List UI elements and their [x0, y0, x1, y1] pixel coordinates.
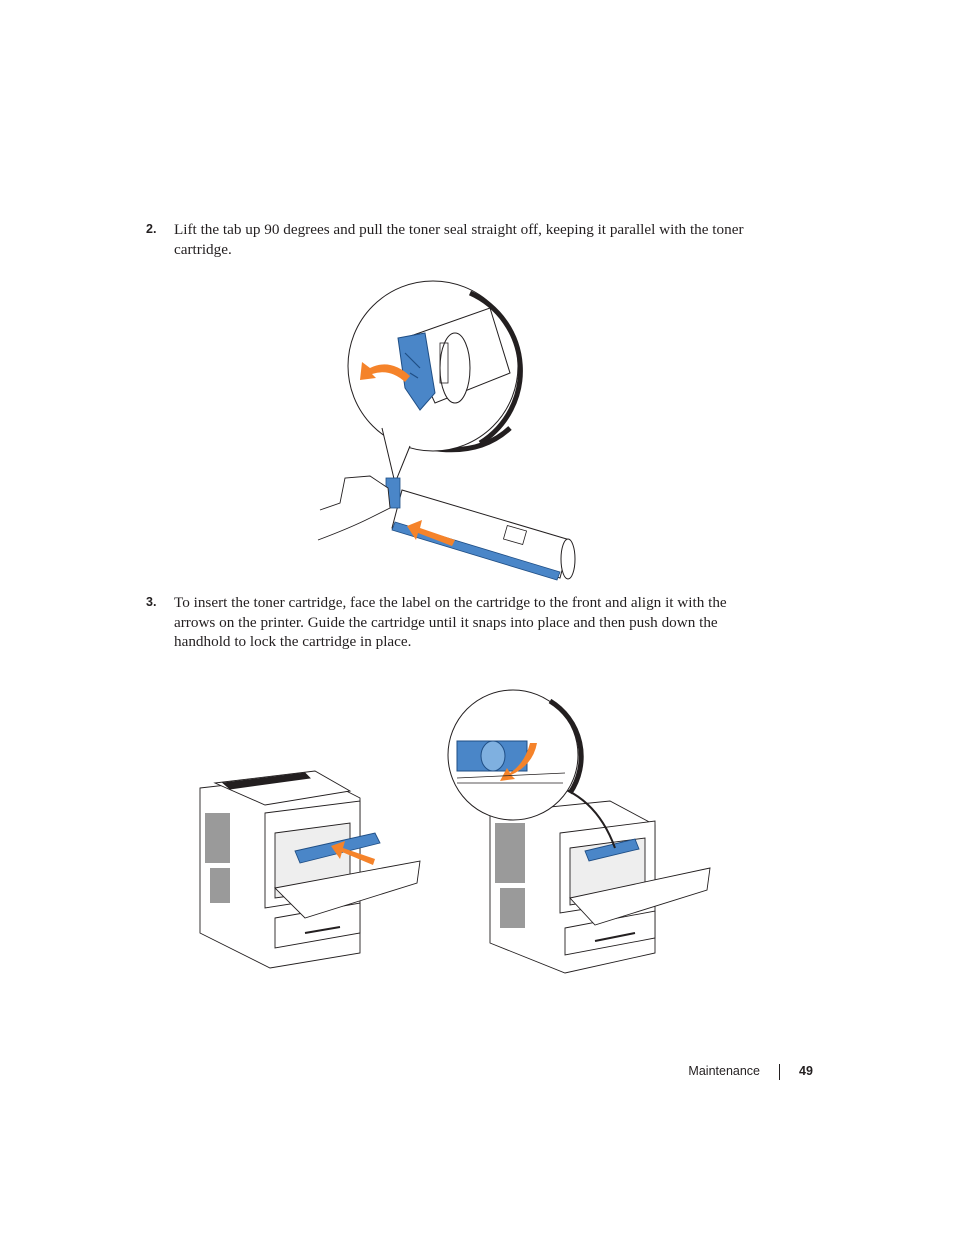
step-text: To insert the toner cartridge, face the …	[174, 594, 727, 650]
page-footer: Maintenance 49	[0, 1064, 954, 1084]
printer-left	[199, 770, 421, 969]
step-number: 2.	[146, 222, 157, 236]
printer-cartridge-insert-illustration	[199, 689, 711, 974]
step-number: 3.	[146, 595, 157, 609]
printer-right	[489, 800, 711, 974]
footer-section-title: Maintenance	[688, 1064, 760, 1078]
toner-seal-removal-illustration	[317, 280, 576, 581]
footer-divider	[779, 1064, 780, 1080]
page-number: 49	[799, 1064, 813, 1078]
step-text: Lift the tab up 90 degrees and pull the …	[174, 221, 744, 258]
